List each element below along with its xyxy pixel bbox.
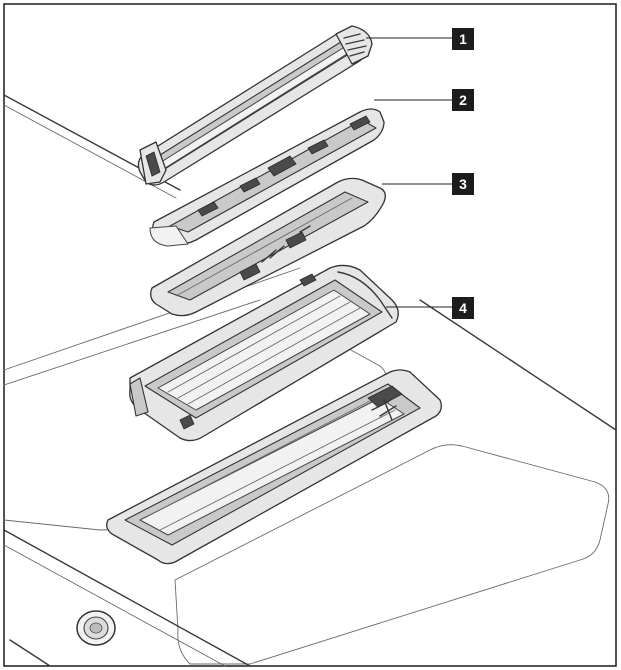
body-mid-line-b — [3, 299, 261, 386]
callout-badge-4: 4 — [452, 297, 474, 319]
body-front-bottom-left — [9, 639, 51, 667]
base-slot — [106, 369, 442, 565]
body-panel-right — [174, 444, 610, 665]
body-front-edge-inner — [3, 544, 226, 667]
body-top-edge-right — [419, 299, 617, 431]
callout-label-1: 1 — [459, 31, 467, 47]
body-mid-line-a — [3, 267, 301, 371]
callout-label-3: 3 — [459, 176, 467, 192]
part-1-roller — [137, 25, 373, 186]
part-3-tray — [150, 177, 386, 317]
callout-badge-1: 1 — [452, 28, 474, 50]
callout-label-4: 4 — [459, 300, 467, 316]
body-front-edge — [3, 529, 251, 667]
part-4-drawer — [129, 264, 399, 442]
part-2-tray — [149, 108, 385, 247]
callout-badge-2: 2 — [452, 89, 474, 111]
control-knob — [76, 610, 116, 646]
callout-badge-3: 3 — [452, 173, 474, 195]
appliance-body — [3, 94, 617, 667]
callout-label-2: 2 — [459, 92, 467, 108]
diagram-border — [3, 3, 617, 667]
callout-leaders — [366, 37, 452, 308]
